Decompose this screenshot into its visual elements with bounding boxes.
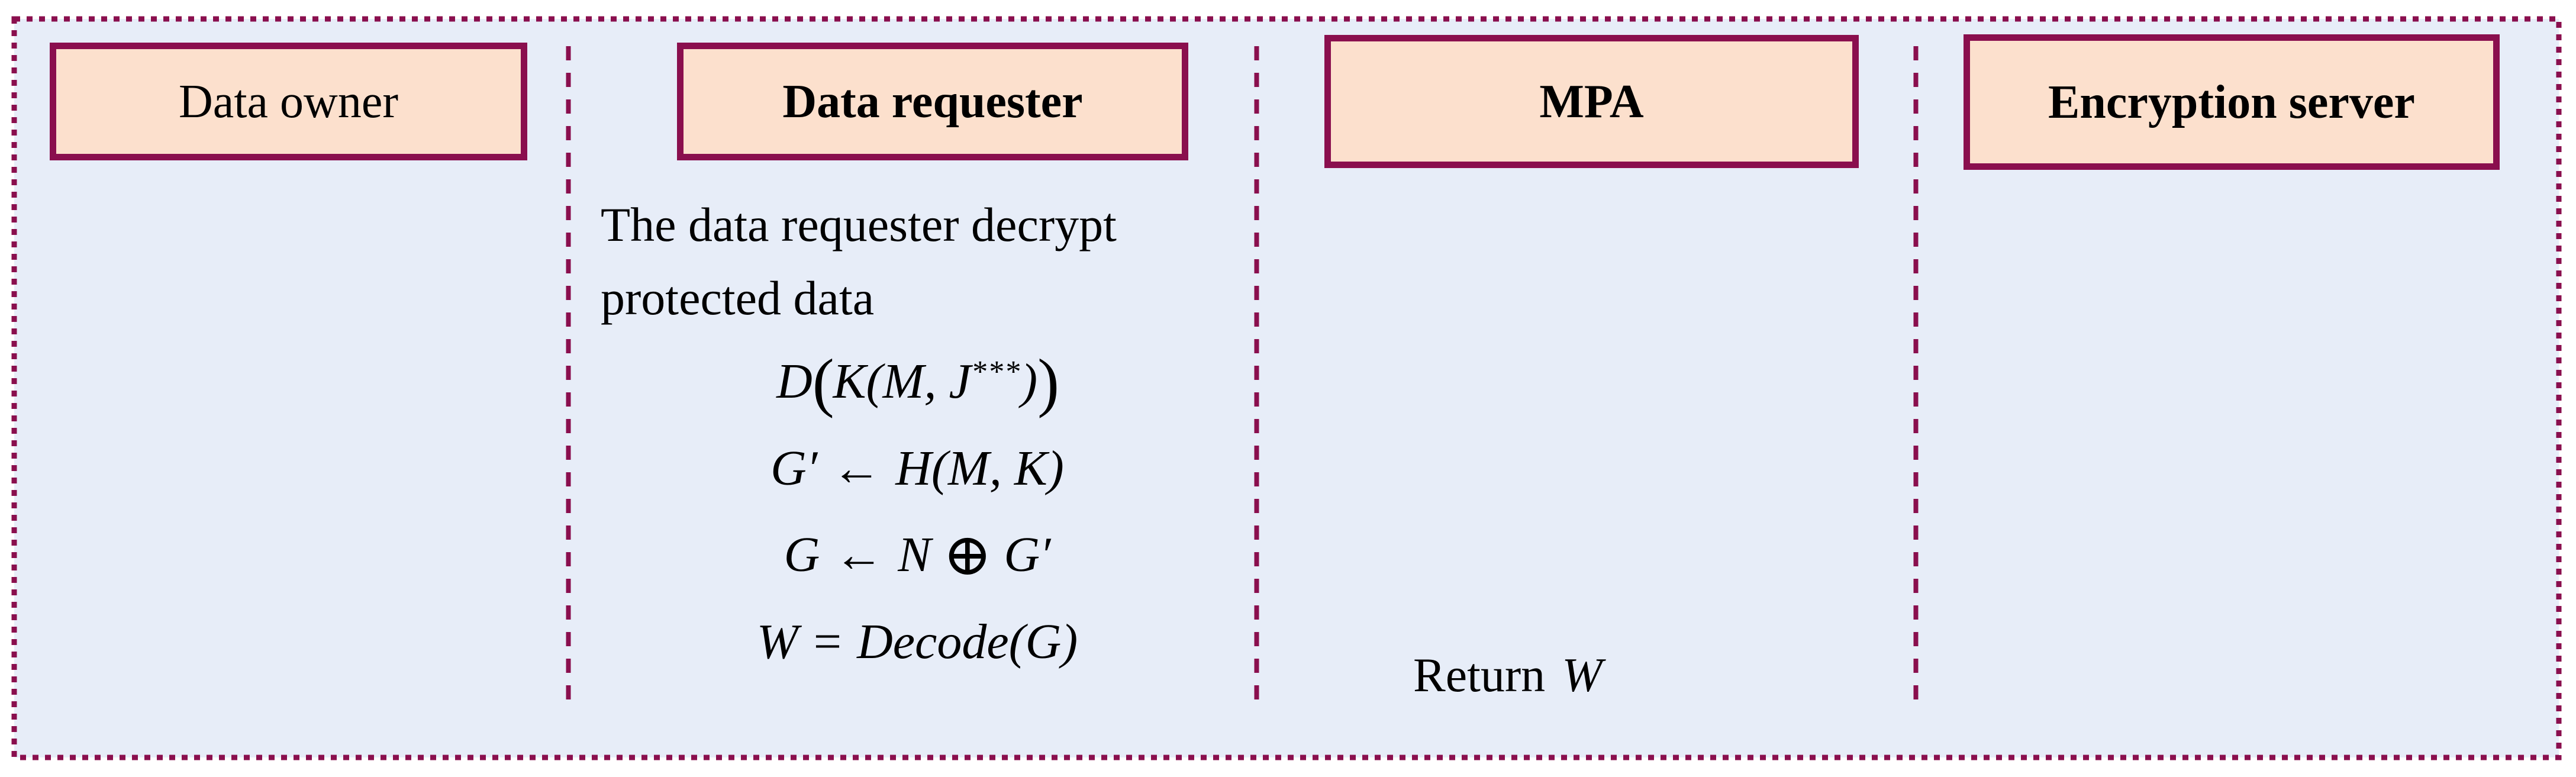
formula-decode-lhs: W — [756, 614, 798, 670]
formula-decrypt-close-paren: ) — [1037, 346, 1059, 419]
return-message-word: Return — [1413, 648, 1546, 702]
formula-decode: W = Decode(G) — [595, 599, 1240, 685]
return-message: Return W — [1413, 648, 1603, 702]
xor-operator-icon: ⊕ — [943, 523, 992, 588]
formula-decrypt: D(K(M, J***)) — [595, 329, 1240, 425]
formula-decrypt-inner-close-paren: ) — [1021, 354, 1038, 410]
formula-hash-arrow: ← — [831, 441, 882, 496]
formula-decode-func: Decode — [857, 614, 1009, 670]
actor-label-data-requester: Data requester — [782, 75, 1083, 128]
requester-note-line1: The data requester decrypt — [601, 198, 1117, 252]
formula-block: D(K(M, J***)) G′←H(M, K) G←N⊕G′ W=Decode… — [595, 329, 1240, 685]
actor-label-data-owner: Data owner — [179, 75, 398, 128]
formula-xor-lhs: G — [784, 527, 820, 583]
formula-hash-lhs: G′ — [770, 441, 818, 496]
formula-decrypt-superscript: *** — [971, 355, 1021, 389]
actor-label-encryption-server: Encryption server — [2048, 76, 2415, 128]
requester-note-line2: protected data — [601, 271, 875, 325]
requester-note: The data requester decrypt protected dat… — [601, 188, 1258, 335]
formula-decode-equals: = — [813, 614, 842, 670]
actor-box-encryption-server: Encryption server — [1964, 34, 2500, 170]
actor-box-data-owner: Data owner — [50, 43, 527, 160]
formula-decrypt-inner: K(M, J — [833, 354, 971, 410]
formula-xor-arrow: ← — [834, 527, 884, 583]
formula-hash-rhs: H(M, K) — [895, 441, 1064, 496]
formula-decode-arg: (G) — [1008, 614, 1078, 670]
formula-xor-rhs: G′ — [1004, 527, 1051, 583]
actor-box-data-requester: Data requester — [677, 43, 1188, 160]
formula-xor-operand: N — [898, 527, 931, 583]
return-message-variable: W — [1562, 648, 1603, 702]
formula-xor: G←N⊕G′ — [595, 512, 1240, 599]
formula-decrypt-func: D — [776, 354, 813, 410]
formula-decrypt-open-paren: ( — [812, 346, 834, 419]
actor-label-mpa: MPA — [1539, 75, 1644, 128]
actor-box-mpa: MPA — [1324, 35, 1859, 168]
formula-hash: G′←H(M, K) — [595, 425, 1240, 512]
